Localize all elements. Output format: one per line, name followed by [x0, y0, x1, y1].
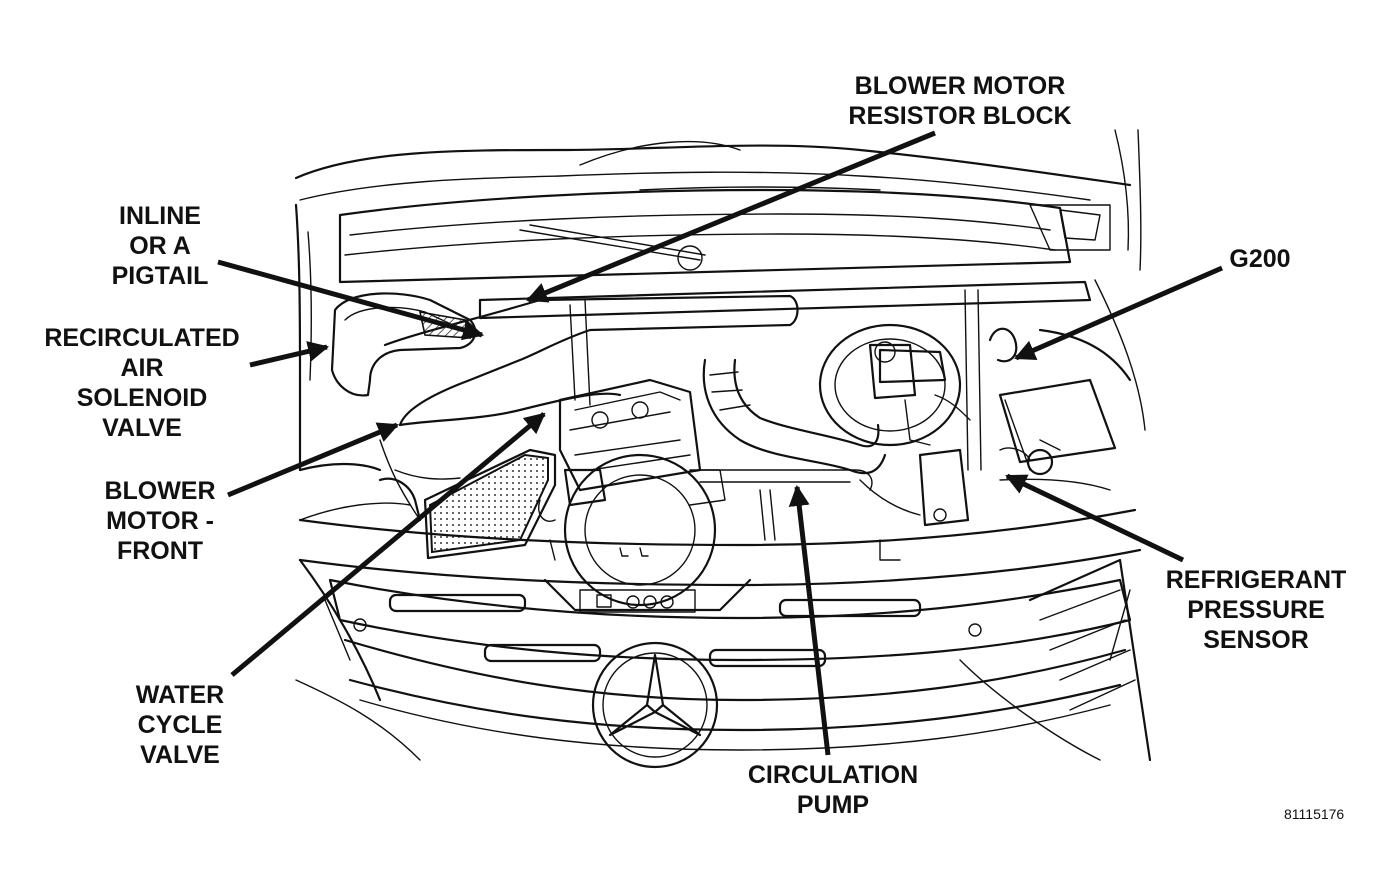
leader-g200: [1014, 265, 1224, 361]
figure-id: 81115176: [1284, 806, 1345, 822]
label-inline-pigtail: INLINE OR A PIGTAIL: [111, 202, 209, 290]
air-filter-box: [378, 439, 557, 560]
leader-lines: [217, 130, 1224, 756]
cowl-panel: [338, 188, 1111, 320]
mercedes-star-emblem: [591, 641, 719, 769]
label-blower-motor-front: BLOWER MOTOR - FRONT: [104, 477, 216, 565]
leader-water-valve: [230, 412, 546, 677]
label-circulation-pump: CIRCULATION PUMP: [747, 761, 919, 819]
radiator-hose: [702, 358, 887, 475]
leader-blower-resistor: [526, 130, 936, 303]
leader-blower-front: [227, 422, 399, 498]
label-g200: G200: [1229, 245, 1291, 273]
label-water-cycle-valve: WATER CYCLE VALVE: [135, 681, 225, 769]
label-refrigerant-pressure-sensor: REFRIGERANT PRESSURE SENSOR: [1165, 566, 1347, 654]
brake-booster: [818, 323, 971, 447]
left-fender: [294, 203, 421, 761]
hoses-pipes: [699, 469, 921, 541]
front-grille: [324, 578, 1132, 761]
label-recirculated-air-solenoid-valve: RECIRCULATED AIR SOLENOID VALVE: [44, 324, 240, 442]
label-blower-motor-resistor-block: BLOWER MOTOR RESISTOR BLOCK: [848, 72, 1072, 130]
leader-refrigerant-sensor: [1005, 473, 1185, 563]
right-side-components: [918, 279, 1146, 527]
radiator-support: [298, 508, 1142, 587]
hood-outline: [294, 129, 1142, 271]
leader-circulation-pump: [788, 484, 831, 756]
engine-block: [538, 378, 726, 607]
right-headlight-area: [1028, 558, 1152, 762]
leader-recirc-solenoid: [249, 341, 330, 368]
leader-inline-pigtail: [217, 259, 485, 341]
